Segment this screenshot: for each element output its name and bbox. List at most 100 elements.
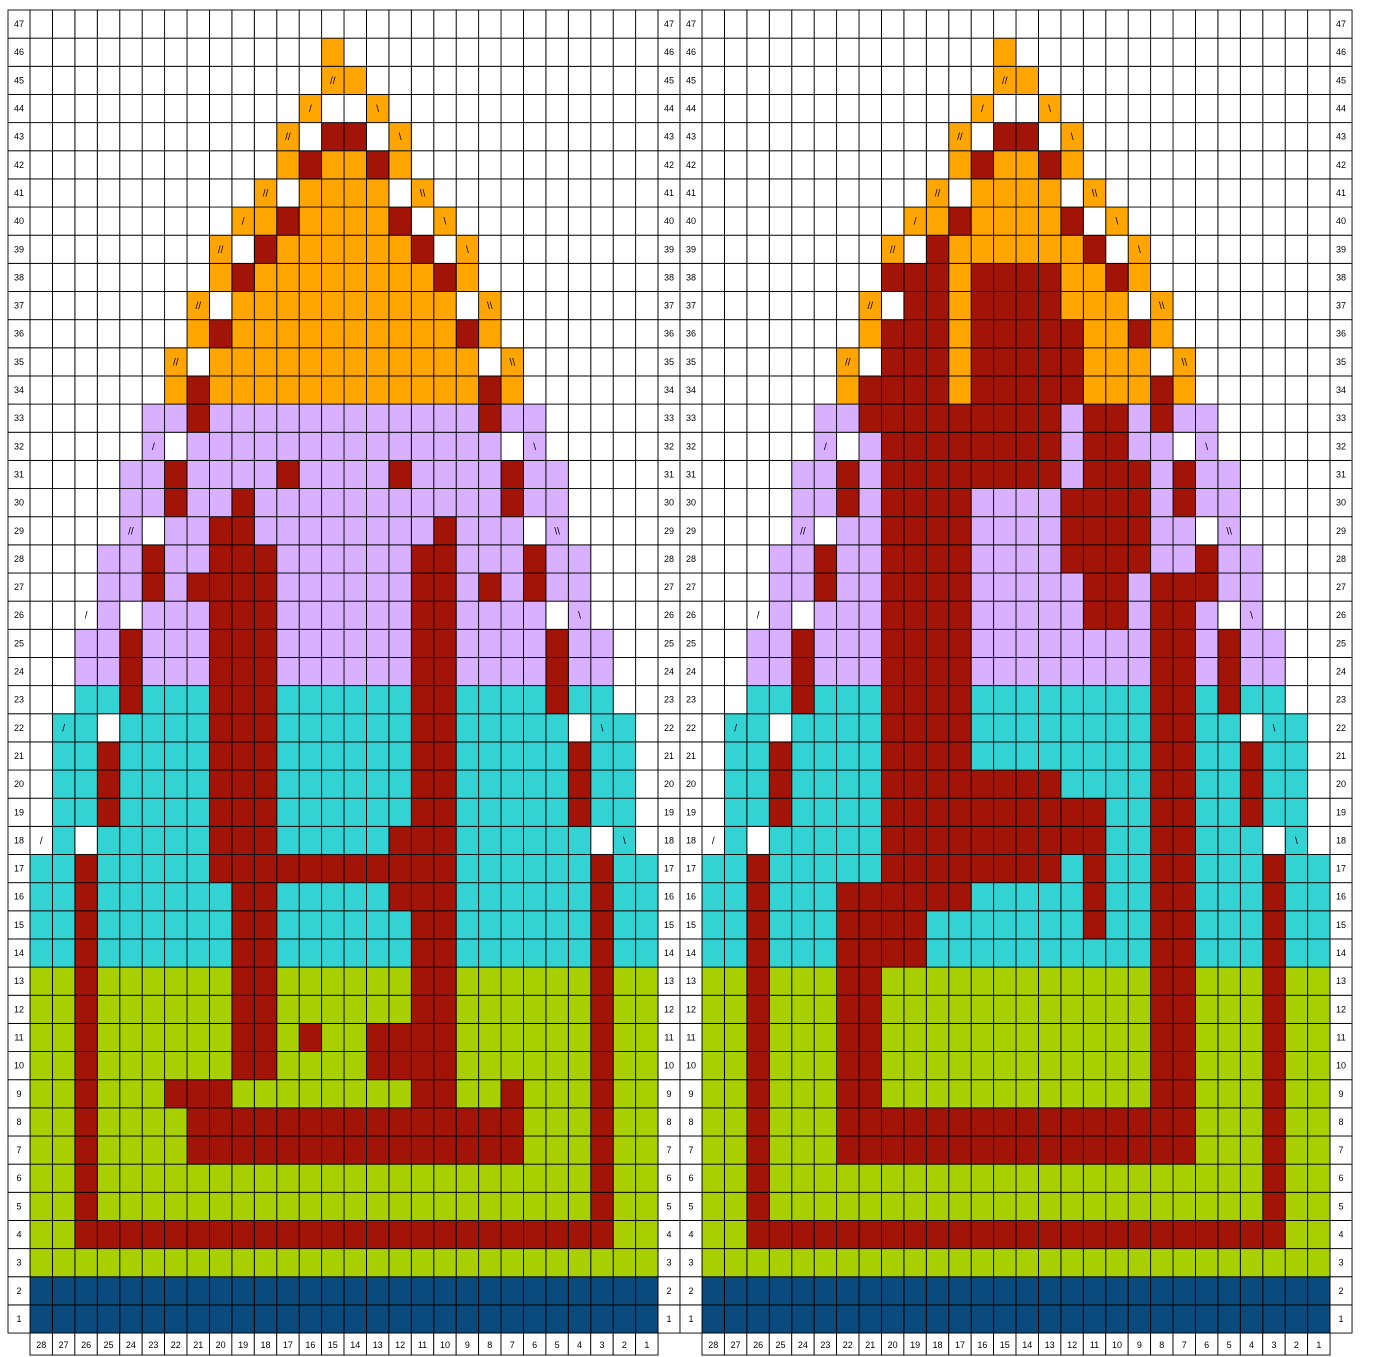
stitch-cell bbox=[546, 1080, 568, 1108]
stitch-cell bbox=[994, 404, 1016, 432]
stitch-cell bbox=[814, 742, 836, 770]
stitch-cell bbox=[837, 826, 859, 854]
stitch-cell bbox=[568, 1192, 590, 1220]
row-number: 8 bbox=[16, 1117, 21, 1127]
row-number: 45 bbox=[1336, 75, 1346, 85]
stitch-cell bbox=[994, 657, 1016, 685]
stitch-cell bbox=[546, 629, 568, 657]
stitch-cell bbox=[299, 207, 321, 235]
stitch-cell bbox=[1061, 1192, 1083, 1220]
stitch-cell bbox=[971, 855, 993, 883]
stitch-cell bbox=[994, 235, 1016, 263]
stitch-cell bbox=[591, 292, 613, 320]
stitch-cell bbox=[254, 1220, 276, 1248]
stitch-cell bbox=[411, 573, 433, 601]
stitch-cell bbox=[837, 545, 859, 573]
stitch-cell bbox=[209, 1249, 231, 1277]
stitch-cell bbox=[1061, 489, 1083, 517]
stitch-cell bbox=[52, 489, 74, 517]
stitch-cell bbox=[837, 770, 859, 798]
stitch-cell bbox=[837, 657, 859, 685]
stitch-cell bbox=[904, 714, 926, 742]
row-number: 14 bbox=[14, 948, 24, 958]
stitch-cell bbox=[1038, 883, 1060, 911]
stitch-cell bbox=[747, 939, 769, 967]
row-number: 42 bbox=[14, 160, 24, 170]
stitch-cell bbox=[1285, 855, 1307, 883]
stitch-cell bbox=[187, 1164, 209, 1192]
stitch-cell bbox=[254, 292, 276, 320]
stitch-cell bbox=[747, 123, 769, 151]
stitch-cell bbox=[636, 1220, 658, 1248]
stitch-cell bbox=[1016, 517, 1038, 545]
stitch-cell bbox=[254, 94, 276, 122]
stitch-cell bbox=[254, 235, 276, 263]
stitch-cell bbox=[1038, 714, 1060, 742]
stitch-cell bbox=[456, 348, 478, 376]
stitch-cell bbox=[1240, 1249, 1262, 1277]
stitch-cell bbox=[1128, 207, 1150, 235]
stitch-cell bbox=[1263, 10, 1285, 38]
stitch-cell bbox=[1061, 432, 1083, 460]
stitch-cell bbox=[1285, 967, 1307, 995]
stitch-cell bbox=[591, 404, 613, 432]
stitch-cell bbox=[501, 404, 523, 432]
stitch-cell bbox=[366, 489, 388, 517]
stitch-cell bbox=[322, 38, 344, 66]
stitch-cell bbox=[949, 1164, 971, 1192]
stitch-cell bbox=[859, 1164, 881, 1192]
stitch-cell bbox=[814, 1080, 836, 1108]
stitch-cell bbox=[994, 489, 1016, 517]
row-number: 36 bbox=[1336, 329, 1346, 339]
stitch-cell bbox=[926, 855, 948, 883]
stitch-cell bbox=[299, 432, 321, 460]
stitch-cell bbox=[299, 686, 321, 714]
stitch-cell bbox=[1151, 770, 1173, 798]
stitch-cell bbox=[30, 855, 52, 883]
stitch-cell bbox=[1128, 1164, 1150, 1192]
stitch-cell bbox=[814, 348, 836, 376]
stitch-cell bbox=[232, 855, 254, 883]
stitch-cell bbox=[814, 545, 836, 573]
stitch-cell bbox=[1083, 10, 1105, 38]
stitch-cell bbox=[1218, 629, 1240, 657]
stitch-cell bbox=[479, 1249, 501, 1277]
stitch-cell bbox=[613, 995, 635, 1023]
stitch-cell bbox=[277, 460, 299, 488]
stitch-cell bbox=[702, 939, 724, 967]
stitch-cell bbox=[904, 1108, 926, 1136]
stitch-cell bbox=[97, 151, 119, 179]
stitch-cell bbox=[434, 911, 456, 939]
row-number: 7 bbox=[667, 1145, 672, 1155]
stitch-cell bbox=[747, 995, 769, 1023]
stitch-cell bbox=[254, 517, 276, 545]
stitch-cell bbox=[411, 657, 433, 685]
stitch-cell bbox=[568, 66, 590, 94]
stitch-cell bbox=[769, 883, 791, 911]
column-number: 28 bbox=[36, 1340, 46, 1350]
stitch-cell bbox=[479, 573, 501, 601]
stitch-cell bbox=[546, 657, 568, 685]
stitch-cell bbox=[1128, 66, 1150, 94]
stitch-cell bbox=[546, 489, 568, 517]
row-number: 43 bbox=[664, 132, 674, 142]
stitch-cell bbox=[613, 629, 635, 657]
stitch-cell bbox=[546, 686, 568, 714]
stitch-cell bbox=[1263, 826, 1285, 854]
stitch-cell bbox=[814, 38, 836, 66]
stitch-cell bbox=[501, 235, 523, 263]
stitch-cell bbox=[926, 517, 948, 545]
stitch-cell bbox=[926, 883, 948, 911]
stitch-cell bbox=[209, 207, 231, 235]
stitch-cell bbox=[636, 995, 658, 1023]
stitch-cell bbox=[232, 179, 254, 207]
row-number: 18 bbox=[1336, 835, 1346, 845]
stitch-cell bbox=[1128, 995, 1150, 1023]
stitch-cell bbox=[1218, 292, 1240, 320]
stitch-cell bbox=[299, 855, 321, 883]
stitch-cell bbox=[1285, 38, 1307, 66]
stitch-cell bbox=[1016, 1023, 1038, 1051]
row-number: 46 bbox=[664, 47, 674, 57]
stitch-cell bbox=[971, 545, 993, 573]
stitch-cell bbox=[1128, 742, 1150, 770]
